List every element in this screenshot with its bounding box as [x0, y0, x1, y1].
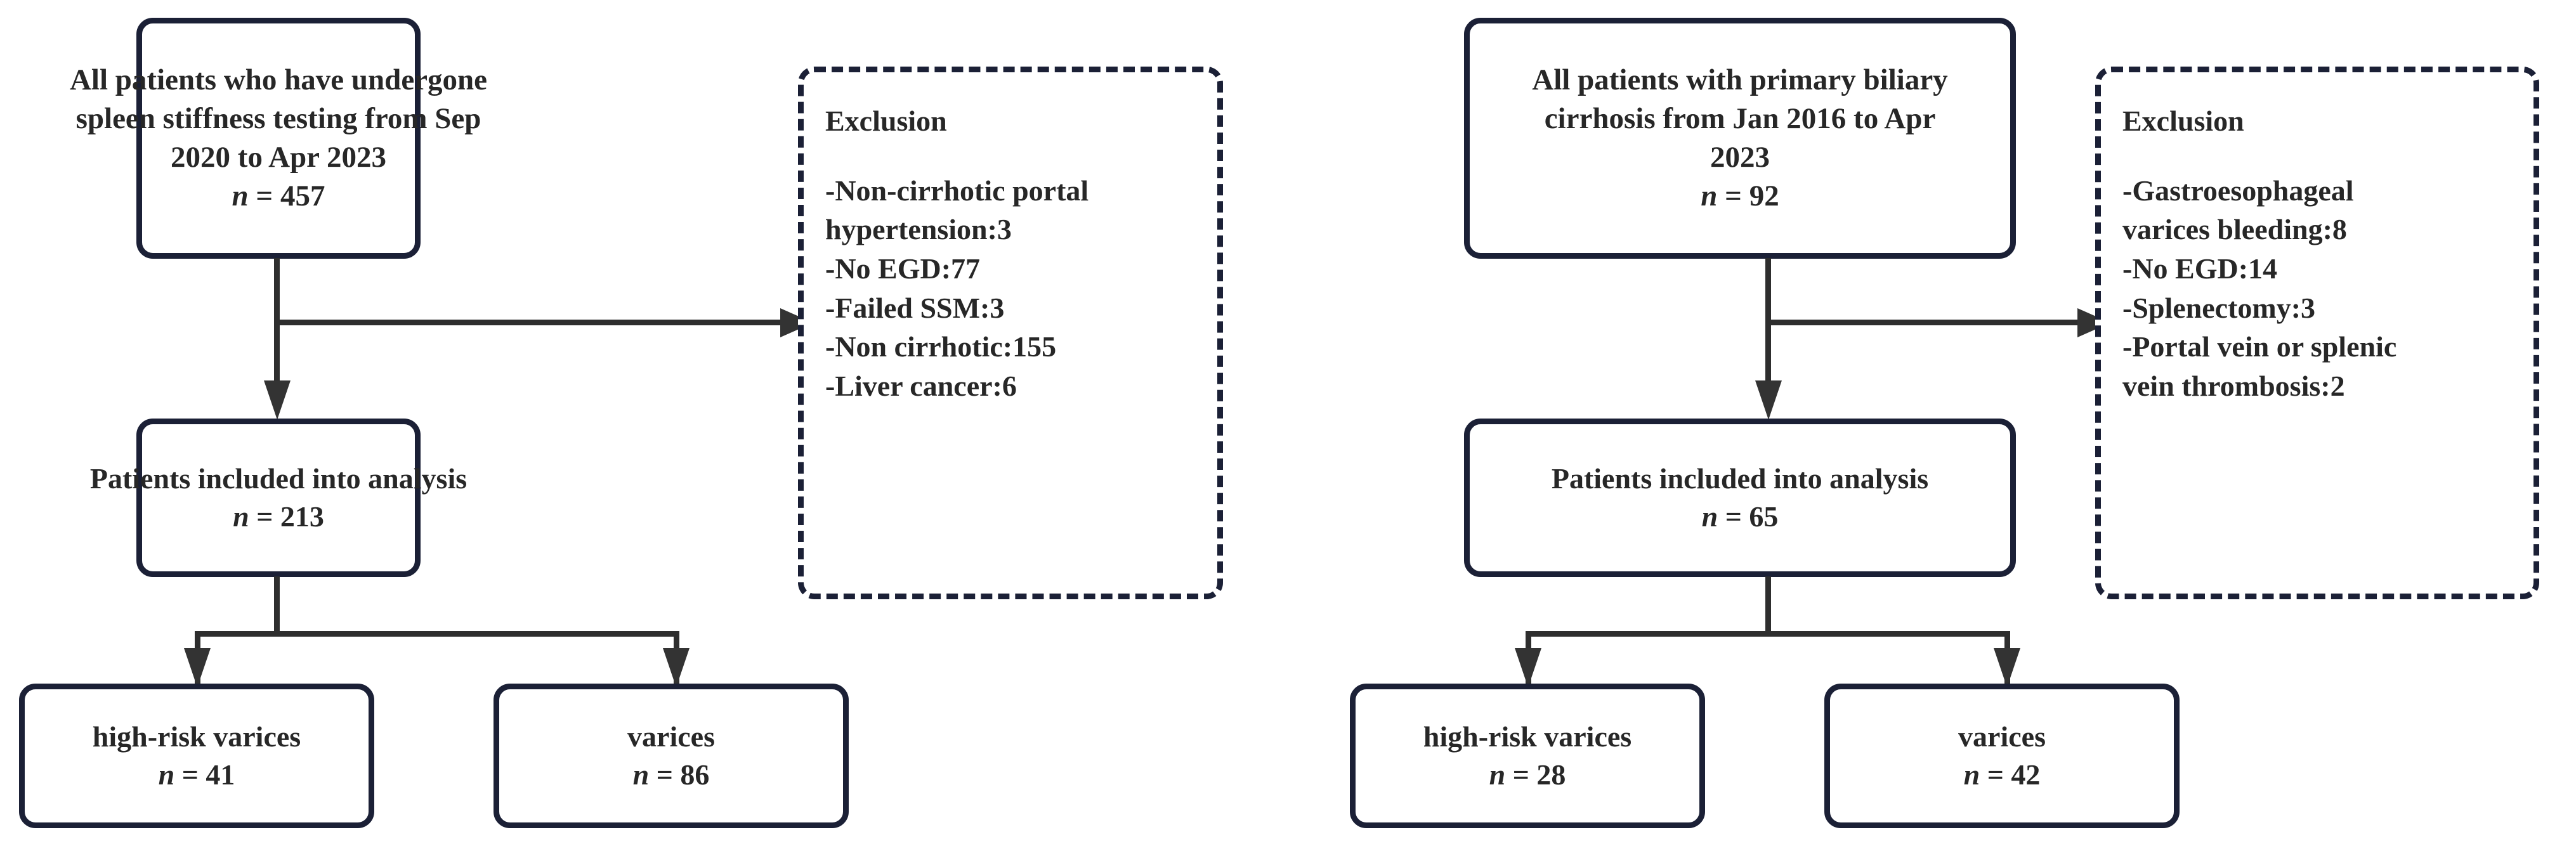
right-exclusion-item-1: -Gastroesophageal	[2122, 174, 2354, 207]
right-split-bar	[1526, 631, 2010, 637]
right-source-n-value: 92	[1749, 179, 1779, 213]
left-exclusion-title: Exclusion	[825, 105, 947, 137]
left-exclusion-item-5: -Non cirrhotic:155	[825, 330, 1057, 363]
right-source-box: All patients with primary biliary cirrho…	[1464, 18, 2016, 259]
right-included-box: Patients included into analysis n = 65	[1464, 419, 2016, 577]
left-outcome-2-n-symbol: n	[632, 758, 650, 791]
left-included-n-symbol: n	[233, 500, 249, 533]
left-included-n-value: 213	[280, 500, 324, 533]
left-source-line-3: 2020 to Apr 2023	[171, 141, 386, 174]
right-included-count: n = 65	[1702, 498, 1779, 536]
left-outcome-2-label: varices	[627, 720, 715, 753]
right-included-line-1: Patients included into analysis	[1551, 462, 1929, 495]
right-outcome-1-count: n = 28	[1489, 756, 1566, 794]
right-source-line-2: cirrhosis from Jan 2016 to Apr	[1544, 101, 1936, 135]
right-source-line-3: 2023	[1710, 141, 1770, 174]
left-source-n-symbol: n	[232, 179, 249, 213]
left-outcome-varices-box: varices n = 86	[494, 684, 849, 828]
right-outcome-2-count: n = 42	[1964, 756, 2041, 794]
left-source-line-1: All patients who have undergone	[69, 63, 488, 96]
right-source-n-eq: =	[1725, 179, 1742, 213]
right-outcome-2-label: varices	[1958, 720, 2046, 753]
left-included-n-eq: =	[256, 500, 273, 533]
right-arrow-into-included	[1755, 380, 1782, 420]
right-exclusion-item-4: -Splenectomy:3	[2122, 291, 2316, 324]
left-source-n-value: 457	[280, 179, 325, 213]
right-source-line-1: All patients with primary biliary	[1532, 63, 1948, 96]
left-exclusion-item-3: -No EGD:77	[825, 252, 981, 285]
left-outcome-1-n-symbol: n	[158, 758, 175, 791]
left-outcome-1-count: n = 41	[159, 756, 235, 794]
right-outcome-2-n-value: 42	[2011, 758, 2041, 791]
left-exclusion-connector	[277, 320, 784, 325]
right-source-count: n = 92	[1701, 177, 1779, 216]
right-exclusion-item-6: vein thrombosis:2	[2122, 369, 2345, 402]
left-arrow-into-varices	[663, 648, 690, 687]
right-exclusion-panel: Exclusion -Gastroesophageal varices blee…	[2095, 67, 2539, 599]
left-arrow-into-included	[264, 380, 291, 420]
right-included-n-eq: =	[1725, 500, 1742, 533]
left-source-n-eq: =	[256, 179, 273, 213]
left-outcome-2-n-eq: =	[656, 758, 673, 791]
left-outcome-2-n-value: 86	[680, 758, 710, 791]
left-included-line-1: Patients included into analysis	[89, 462, 467, 495]
left-split-bar	[195, 631, 679, 637]
right-arrow-into-highrisk	[1515, 648, 1541, 687]
right-exclusion-item-5: -Portal vein or splenic	[2122, 330, 2397, 363]
left-included-count: n = 213	[233, 498, 324, 536]
right-arrow-into-varices	[1994, 648, 2020, 687]
right-outcome-2-n-eq: =	[1987, 758, 2004, 791]
left-exclusion-panel: Exclusion -Non-cirrhotic portal hyperten…	[798, 67, 1223, 599]
left-split-stem	[274, 576, 280, 633]
left-outcome-1-n-eq: =	[181, 758, 199, 791]
left-source-line-2: spleen stiffness testing from Sep	[75, 101, 481, 135]
left-exclusion-item-1: -Non-cirrhotic portal	[825, 174, 1089, 207]
left-exclusion-item-4: -Failed SSM:3	[825, 291, 1005, 324]
right-exclusion-connector	[1768, 320, 2081, 325]
right-outcome-high-risk-varices-box: high-risk varices n = 28	[1350, 684, 1705, 828]
left-outcome-high-risk-varices-box: high-risk varices n = 41	[19, 684, 374, 828]
left-included-box: Patients included into analysis n = 213	[90, 419, 467, 577]
right-exclusion-title: Exclusion	[2122, 105, 2244, 137]
right-exclusion-item-3: -No EGD:14	[2122, 252, 2278, 285]
right-split-stem	[1765, 576, 1771, 633]
right-included-n-symbol: n	[1701, 500, 1718, 533]
right-outcome-2-n-symbol: n	[1963, 758, 1980, 791]
right-outcome-varices-box: varices n = 42	[1824, 684, 2180, 828]
right-outcome-1-n-symbol: n	[1489, 758, 1506, 791]
left-arrow-into-highrisk	[184, 648, 211, 687]
left-exclusion-item-2: hypertension:3	[825, 213, 1012, 246]
left-outcome-1-label: high-risk varices	[92, 720, 301, 753]
left-source-box: All patients who have undergone spleen s…	[70, 18, 487, 259]
right-exclusion-item-2: varices bleeding:8	[2122, 213, 2347, 246]
left-source-count: n = 457	[232, 177, 325, 216]
right-outcome-1-label: high-risk varices	[1423, 720, 1632, 753]
right-outcome-1-n-eq: =	[1512, 758, 1529, 791]
left-outcome-1-n-value: 41	[206, 758, 235, 791]
right-outcome-1-n-value: 28	[1536, 758, 1566, 791]
left-outcome-2-count: n = 86	[633, 756, 710, 794]
left-exclusion-item-6: -Liver cancer:6	[825, 369, 1017, 402]
right-included-n-value: 65	[1749, 500, 1779, 533]
right-source-n-symbol: n	[1701, 179, 1718, 213]
